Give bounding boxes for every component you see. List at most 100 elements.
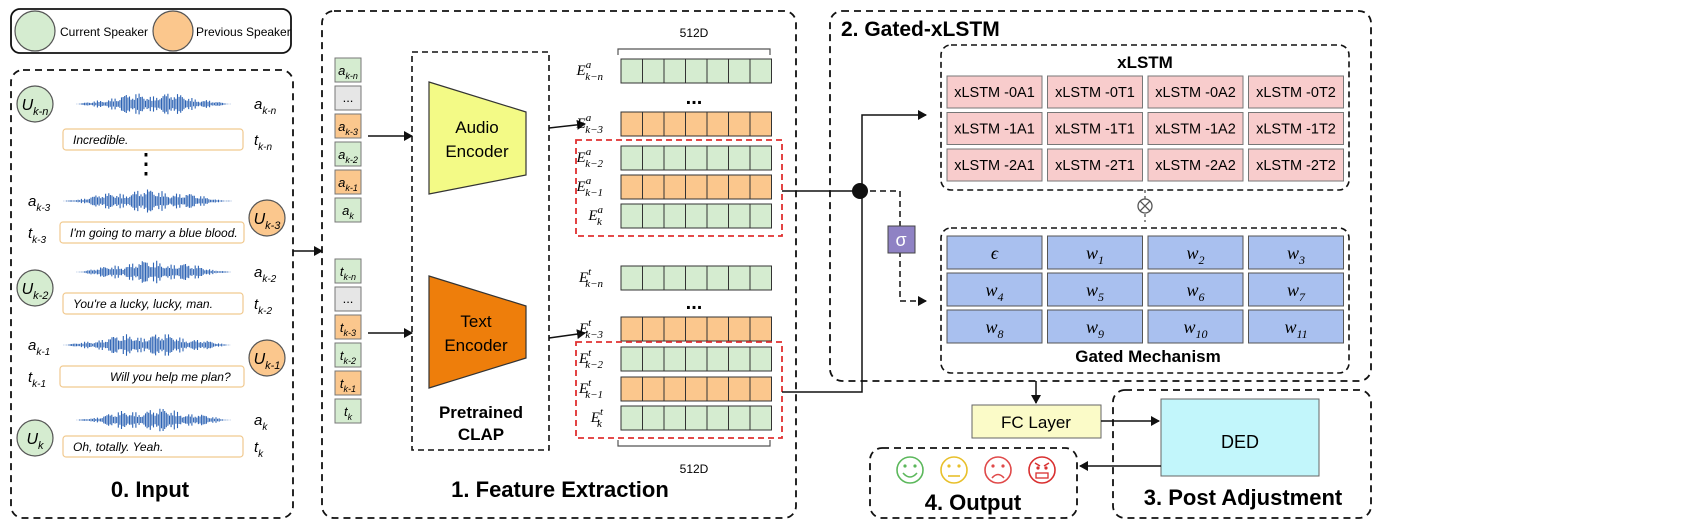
post-adjustment-panel: DED 3. Post Adjustment: [1112, 389, 1372, 519]
embedding-cell: [728, 376, 751, 402]
embedding-cell: [620, 111, 643, 137]
embedding-cell: [728, 145, 751, 171]
xlstm-cell: [1047, 112, 1143, 145]
stack-cell-label: ...: [343, 90, 354, 105]
embedding-cell: [706, 346, 729, 372]
embedding-cell: [728, 316, 751, 342]
speaker-avatar: [248, 199, 286, 237]
speaker-avatar: [16, 419, 54, 457]
xlstm-cell-label: xLSTM -1T2: [1256, 122, 1336, 138]
text-encoder-to-embedding-arrow: [548, 329, 586, 340]
gated-xlstm-title: 2. Gated-xLSTM: [841, 18, 1000, 41]
embedding-cell: [728, 346, 751, 372]
text-label: tk-1: [28, 369, 46, 390]
embedding-cell: [685, 145, 708, 171]
embedding-cell: [685, 316, 708, 342]
xlstm-title: xLSTM: [1117, 53, 1173, 72]
text-label: tk-3: [28, 225, 47, 246]
audio-label: ak-n: [254, 96, 277, 117]
text-encoder: [428, 275, 527, 389]
output-title: 4. Output: [925, 490, 1022, 515]
embedding-cell: [749, 346, 772, 372]
stack-cell: [334, 57, 362, 83]
embedding-cell: [706, 405, 729, 431]
xlstm-cell-label: xLSTM -0A1: [954, 85, 1035, 101]
text-input-stack: tk-n...tk-3tk-2tk-1tk: [334, 258, 362, 424]
dim-brace-bottom: [617, 440, 771, 447]
gate-weight-label: w3: [1287, 243, 1305, 267]
utterance-box: [62, 128, 244, 151]
embedding-cell: [728, 203, 751, 229]
embedding-cell: [728, 58, 751, 84]
embedding-cell: [728, 174, 751, 200]
utterance-box: [59, 221, 245, 244]
embedding-cell: [706, 265, 729, 291]
sigma-box: [887, 225, 916, 254]
xlstm-cell: [1248, 148, 1344, 182]
audio-waveform: [63, 189, 232, 213]
xlstm-cell-label: xLSTM -1T1: [1055, 122, 1135, 138]
xlstm-cell-label: xLSTM -0T1: [1055, 85, 1135, 101]
speaker-avatar: [248, 339, 286, 377]
embedding-cell: [706, 376, 729, 402]
embedding-cell: [620, 376, 643, 402]
embedding-cell: [642, 376, 665, 402]
stack-cell-label: ...: [343, 291, 354, 306]
audio-label: ak-1: [28, 337, 50, 358]
utterance-text: Oh, totally. Yeah.: [73, 440, 163, 454]
gate-cell: [1147, 235, 1244, 270]
xlstm-cell-label: xLSTM -2A1: [954, 158, 1035, 174]
embedding-cell: [642, 405, 665, 431]
speaker-label: Uk-3: [254, 211, 282, 232]
xlstm-cell-label: xLSTM -2A2: [1155, 158, 1236, 174]
xlstm-cell: [1047, 75, 1143, 109]
embedding-cell: [706, 174, 729, 200]
embedding-cell: [749, 376, 772, 402]
embedding-cell: [642, 265, 665, 291]
audio-recent-highlight: [575, 139, 783, 237]
embedding-cell: [620, 405, 643, 431]
embedding-cell: [685, 405, 708, 431]
fc-layer: FC Layer: [971, 404, 1102, 439]
output-panel: 4. Output: [869, 447, 1078, 519]
neutral-face-icon: [940, 456, 968, 484]
legend-previous-label: Previous Speaker: [196, 25, 291, 39]
embedding-cell: [749, 265, 772, 291]
stack-cell: [334, 141, 362, 167]
audio-encoder-label-2: Encoder: [445, 142, 509, 161]
input-row: Uk-3I'm going to marry a blue blood.ak-3…: [28, 189, 286, 246]
dim-label-bottom: 512D: [680, 462, 709, 476]
xlstm-cell: [1248, 75, 1344, 109]
stack-cell: [334, 113, 362, 139]
embedding-cell: [706, 203, 729, 229]
embedding-cell: [685, 376, 708, 402]
audio-encoder-label-1: Audio: [455, 118, 498, 137]
gate-weight-label: w6: [1186, 280, 1204, 304]
dim-brace-top: [617, 48, 771, 55]
stack-cell-label: tk-3: [340, 320, 356, 338]
embedding-cell: [620, 346, 643, 372]
stack-cell: [334, 398, 362, 424]
stack-cell-label: ak-2: [338, 147, 358, 165]
utterance-text: I'm going to marry a blue blood.: [70, 226, 238, 240]
embedding-cell: [749, 174, 772, 200]
text-label: tk-n: [254, 132, 273, 153]
xlstm-cell-label: xLSTM -0T2: [1256, 85, 1336, 101]
embedding-cell: [663, 203, 686, 229]
sigma-label: σ: [895, 230, 906, 250]
embedding-cell: [620, 58, 643, 84]
xlstm-cell: [1147, 148, 1244, 182]
gate-weight-label: ϵ: [991, 243, 999, 263]
